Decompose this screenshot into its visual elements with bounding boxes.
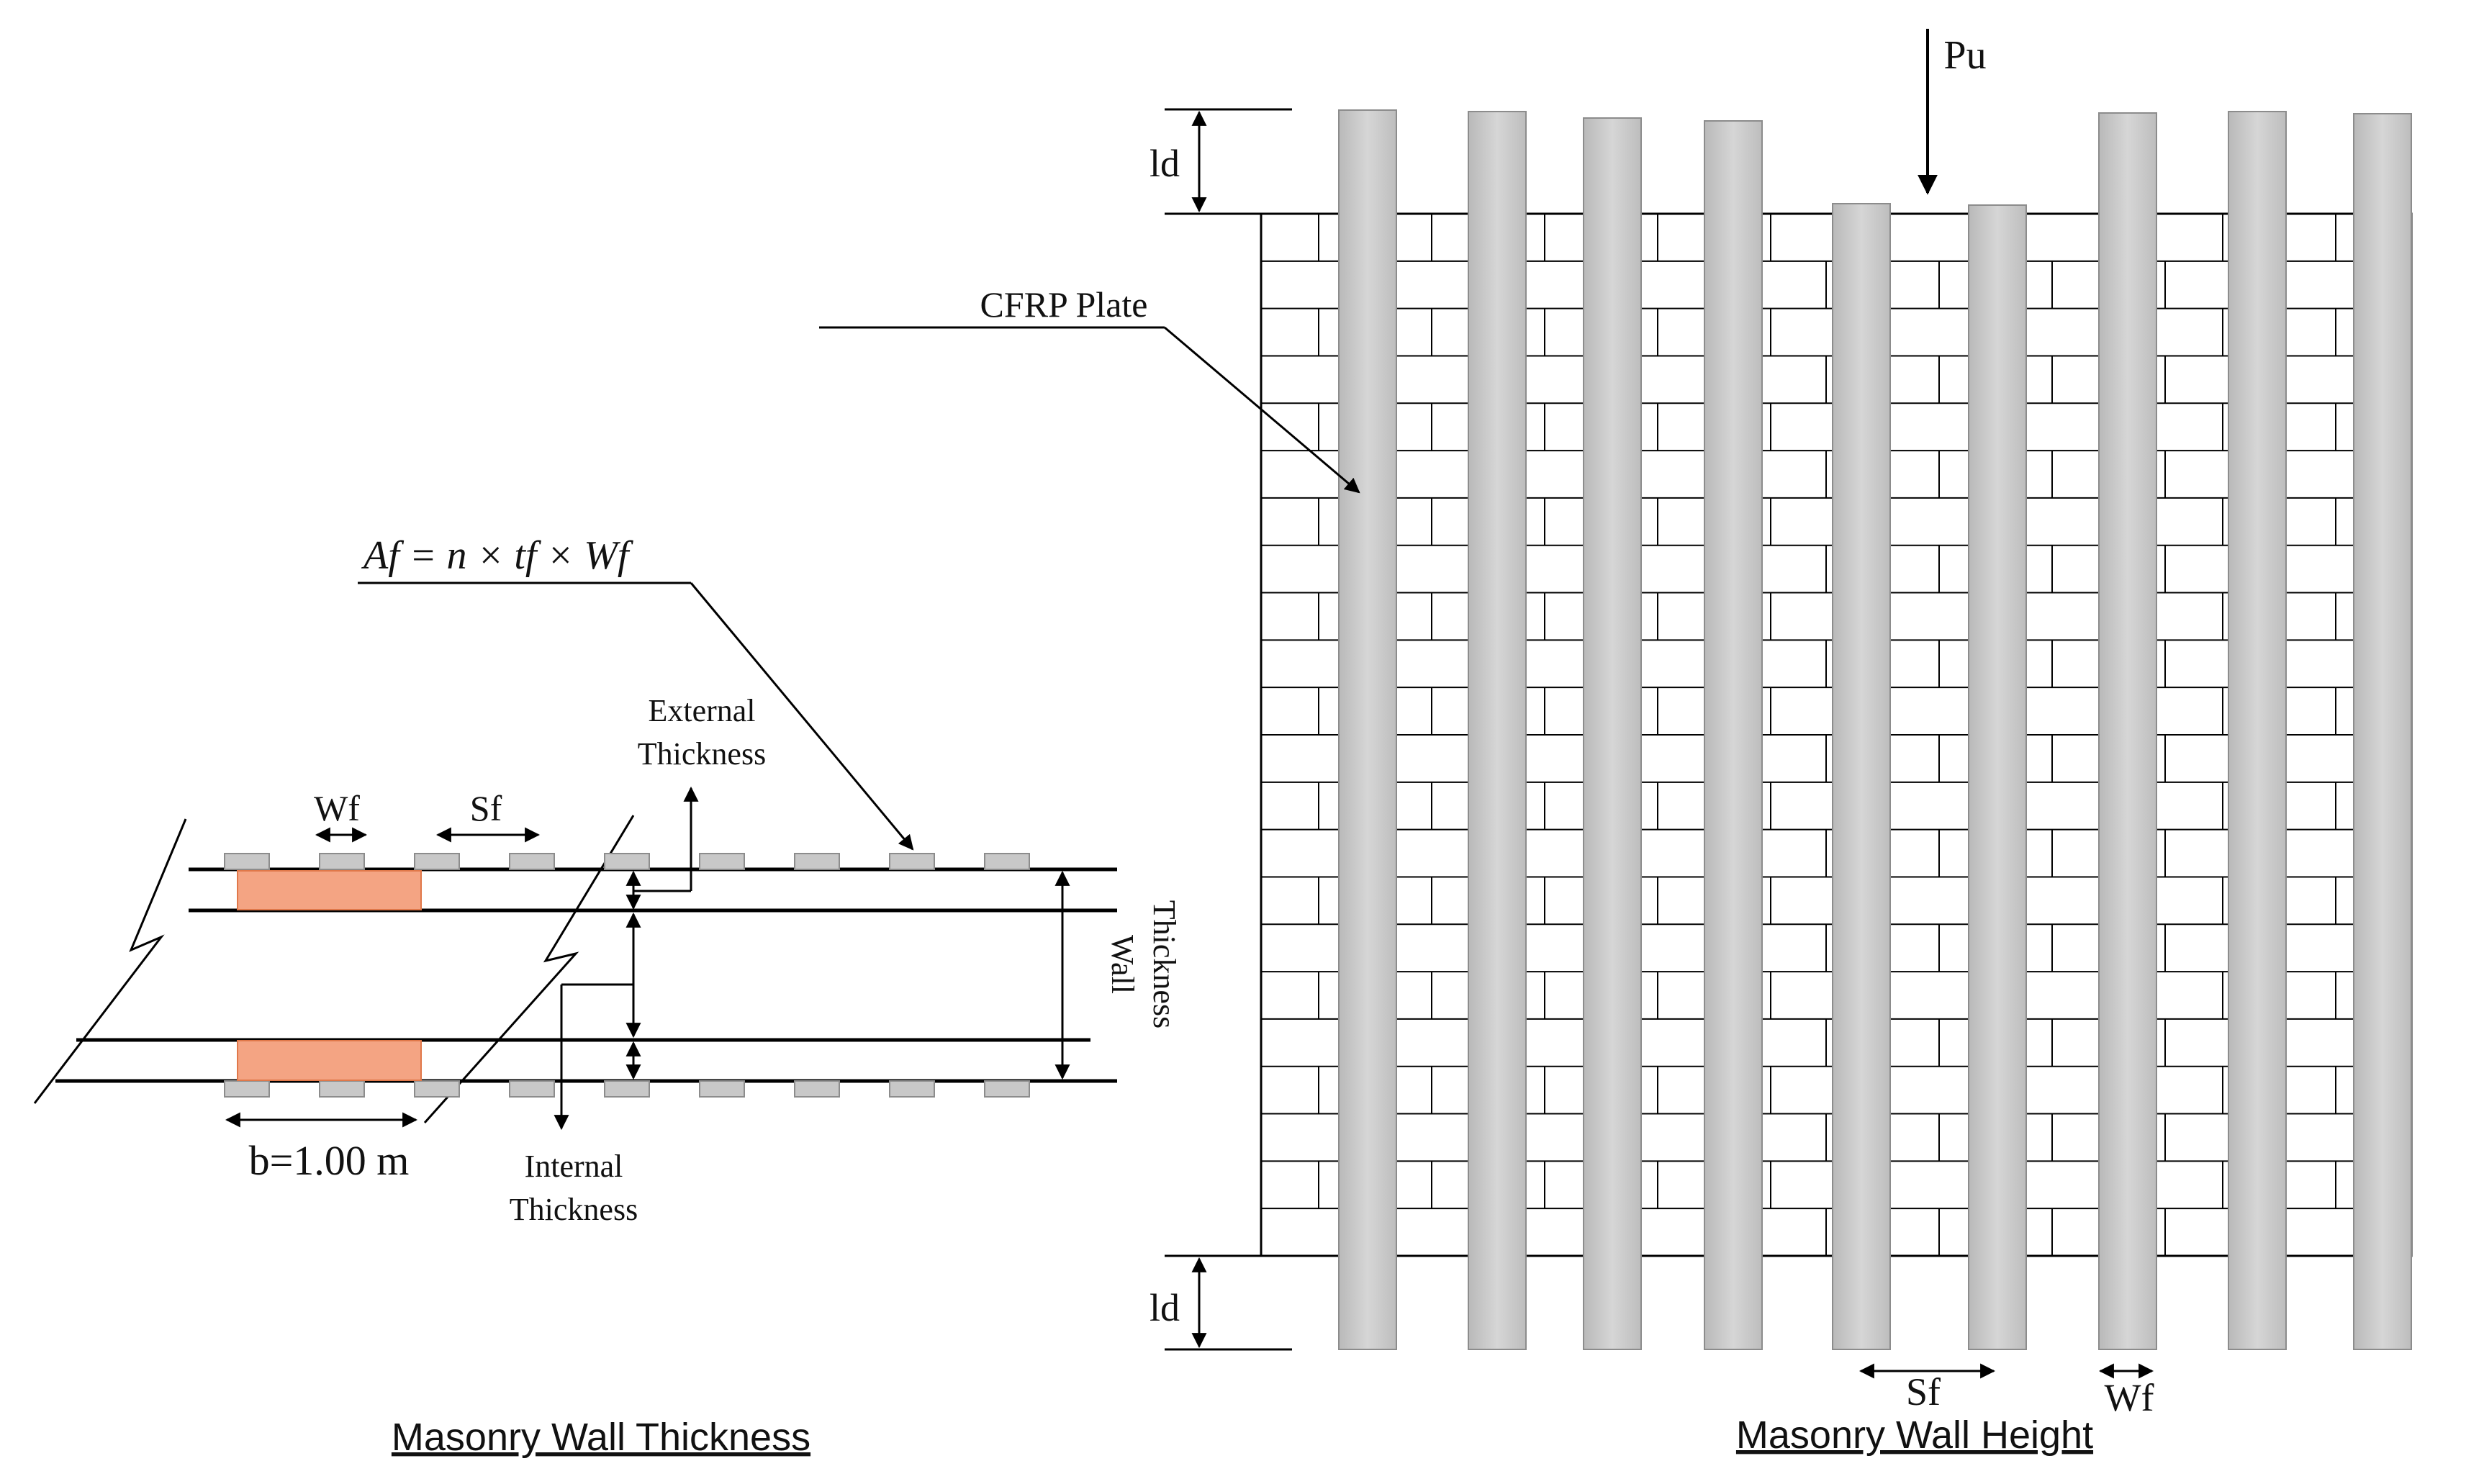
wf-label-elevation: Wf bbox=[2105, 1376, 2154, 1419]
cfrp-plate-top-3 bbox=[414, 853, 460, 870]
cfrp-plate-bottom-9 bbox=[984, 1080, 1030, 1098]
cfrp-plate-label: CFRP Plate bbox=[980, 284, 1148, 325]
cfrp-plate-bottom-1 bbox=[224, 1080, 270, 1098]
internal-thickness-label-line2: Thickness bbox=[510, 1192, 638, 1227]
external-thickness-label-line2: Thickness bbox=[638, 736, 766, 772]
cfrp-strip-7 bbox=[2098, 112, 2157, 1350]
section-cfrp-plates bbox=[224, 853, 1030, 1098]
wall-thickness-label-line2: Thickness bbox=[1147, 900, 1182, 1028]
cfrp-plate-top-8 bbox=[889, 853, 935, 870]
cfrp-plate-bottom-7 bbox=[794, 1080, 840, 1098]
elevation-dimensions bbox=[819, 29, 2154, 1379]
sf-label-elevation: Sf bbox=[1906, 1370, 1941, 1413]
cfrp-strip-3 bbox=[1583, 117, 1642, 1350]
section-break-lines bbox=[33, 815, 635, 1123]
section-dimensions bbox=[225, 582, 1070, 1131]
cfrp-strip-4 bbox=[1704, 120, 1763, 1350]
ld-label-top: ld bbox=[1150, 142, 1180, 185]
cfrp-strip-1 bbox=[1338, 109, 1397, 1350]
wall-height-elevation: Pu ld ld CFRP Plate Sf Wf Masonry Wall H… bbox=[819, 29, 2413, 1457]
break-line-right bbox=[423, 815, 635, 1123]
cfrp-plate-top-4 bbox=[509, 853, 555, 870]
caption-wall-height: Masonry Wall Height bbox=[1736, 1413, 2093, 1457]
cfrp-plate-bottom-2 bbox=[319, 1080, 365, 1098]
load-label: Pu bbox=[1943, 33, 1986, 78]
cfrp-strip-5 bbox=[1832, 203, 1891, 1350]
cfrp-plate-top-9 bbox=[984, 853, 1030, 870]
external-thickness-label-line1: External bbox=[648, 693, 755, 728]
cfrp-plate-top-5 bbox=[604, 853, 650, 870]
cfrp-plate-bottom-8 bbox=[889, 1080, 935, 1098]
break-line-left bbox=[33, 818, 187, 1104]
internal-thickness-label-line1: Internal bbox=[525, 1149, 623, 1184]
cfrp-area-formula: Af = n × tf × Wf bbox=[361, 533, 634, 578]
caption-wall-thickness: Masonry Wall Thickness bbox=[392, 1416, 810, 1459]
elevation-cfrp-plates bbox=[1338, 109, 2412, 1350]
ld-label-bottom: ld bbox=[1150, 1286, 1180, 1329]
formula-leader-arrow bbox=[690, 582, 914, 851]
cfrp-plate-bottom-5 bbox=[604, 1080, 650, 1098]
width-label: b=1.00 m bbox=[249, 1137, 410, 1184]
cfrp-plate-top-6 bbox=[699, 853, 745, 870]
cfrp-strip-2 bbox=[1468, 111, 1527, 1350]
cfrp-strip-6 bbox=[1968, 204, 2027, 1350]
section-layer-lines bbox=[55, 867, 1117, 1083]
cfrp-plate-top-1 bbox=[224, 853, 270, 870]
wall-thickness-label-line1: Wall bbox=[1105, 935, 1140, 994]
wall-thickness-label: Wall Thickness bbox=[1105, 900, 1182, 1028]
cfrp-plate-bottom-6 bbox=[699, 1080, 745, 1098]
brick-band-top bbox=[237, 870, 422, 910]
wall-thickness-section: Af = n × tf × Wf Wf Sf External Thicknes… bbox=[33, 533, 1182, 1459]
wf-label-section: Wf bbox=[314, 788, 360, 828]
section-bricks bbox=[237, 870, 422, 1081]
sf-label-section: Sf bbox=[470, 788, 502, 828]
cfrp-plate-top-7 bbox=[794, 853, 840, 870]
cfrp-strip-8 bbox=[2228, 111, 2287, 1350]
cfrp-strip-9 bbox=[2353, 113, 2412, 1350]
brick-band-bottom bbox=[237, 1040, 422, 1081]
cfrp-leader-arrow bbox=[1164, 326, 1360, 494]
cfrp-plate-top-2 bbox=[319, 853, 365, 870]
cfrp-plate-bottom-4 bbox=[509, 1080, 555, 1098]
cfrp-plate-bottom-3 bbox=[414, 1080, 460, 1098]
